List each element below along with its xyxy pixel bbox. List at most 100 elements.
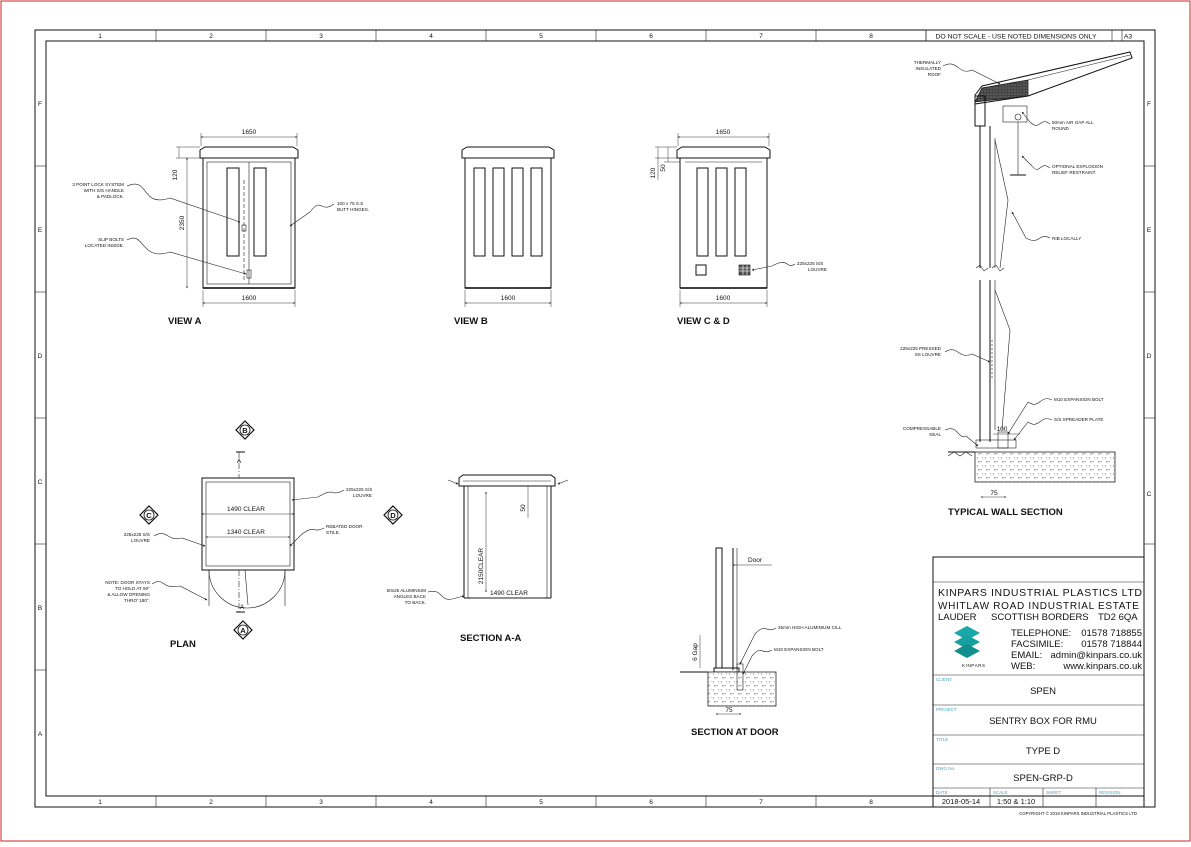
company-logo: KINPARS — [954, 626, 986, 668]
col-label-top: 4 — [429, 33, 433, 40]
plan-door-1: NOTE: DOOR STAYS — [105, 580, 150, 585]
wall-dim-75: 75 — [990, 490, 998, 497]
view-b-width: 1600 — [501, 295, 516, 302]
wall-bolt-note: M10 EXPANSION BOLT — [1054, 397, 1104, 402]
plan-louvre-r-2: LOUVRE — [353, 493, 372, 498]
wall-rib-note: RIB LOCALLY — [1052, 236, 1081, 241]
revision-label: REVISION — [1099, 790, 1121, 795]
logo-text: KINPARS — [962, 663, 986, 668]
scale-label: SCALE — [993, 790, 1008, 795]
view-a-roof: 120 — [172, 169, 179, 180]
header-note-box — [925, 29, 1123, 42]
section-aa-angles-3: TO BACK. — [405, 600, 426, 605]
view-cd-dim-120: 120 — [650, 167, 657, 178]
wall-roof-2: INSULATED — [916, 66, 942, 71]
column-labels: 1 2 3 4 5 6 7 8 1 2 3 4 5 6 7 8 — [98, 33, 873, 806]
col-label-bottom: 4 — [429, 799, 433, 806]
view-cd-width-top: 1650 — [716, 129, 731, 136]
inner-frame — [45, 40, 1145, 797]
section-aa-angles-1: 50x25 ALUMINIUM — [387, 588, 426, 593]
note-bolts-2: LOCATED INSIDE. — [85, 243, 124, 248]
section-aa-angles-2: ANGLES BACK — [394, 594, 427, 599]
plan-door-2: TO HOLD AT 90° — [115, 586, 150, 591]
wall-explosion-1: OPTIONAL EXPLOSION — [1052, 164, 1103, 169]
view-b: 1600 VIEW B — [454, 146, 555, 327]
email-label: EMAIL: — [1011, 650, 1042, 661]
row-label-left: B — [38, 605, 42, 612]
view-a-width-top: 1650 — [242, 129, 257, 136]
note-hinges-2: BUTT HINGES. — [337, 207, 369, 212]
door-label: Door — [748, 557, 763, 564]
client-value: SPEN — [1030, 686, 1056, 697]
wall-airgap-1: 50mm AIR GAP ALL — [1052, 120, 1094, 125]
plan-rebated-2: STILE. — [326, 530, 340, 535]
wall-seal-2: SEAL — [929, 432, 941, 437]
note-lock-1: 3 POINT LOCK SYSTEM — [72, 182, 124, 187]
section-aa-dim-50: 50 — [520, 504, 527, 512]
plan-clear-2: 1340 CLEAR — [227, 529, 265, 536]
wall-louvre-2: SS LOUVRE — [915, 352, 941, 357]
row-label-left: E — [38, 227, 43, 234]
view-marker-d: D — [383, 505, 403, 525]
row-label-left: A — [38, 731, 43, 738]
company-address-1: WHITLAW ROAD INDUSTRIAL ESTATE — [938, 601, 1140, 612]
row-label-left: C — [38, 479, 43, 486]
project-label: PROJECT — [936, 707, 957, 712]
col-label-bottom: 2 — [209, 799, 213, 806]
note-hinges-1: 100 x 75 S.S — [337, 201, 363, 206]
plan-louvre-l-1: 225x225 S/S — [124, 532, 150, 537]
view-b-label: VIEW B — [454, 316, 488, 327]
tel-label: TELEPHONE: — [1011, 628, 1071, 639]
wall-seal-1: COMPRESSABLE — [903, 426, 941, 431]
wall-louvre-1: 225x225 PRESSED — [900, 346, 942, 351]
col-label-bottom: 5 — [539, 799, 543, 806]
sheet-size: A3 — [1124, 34, 1133, 41]
plan-door-4: THRO' 180°. — [124, 598, 150, 603]
section-door-label: SECTION AT DOOR — [691, 727, 779, 738]
marker-b-text: B — [242, 426, 248, 435]
door-gap: 6 Gap — [692, 643, 699, 661]
view-cd-label: VIEW C & D — [677, 316, 730, 327]
section-aa: 2150CLEAR 1490 CLEAR 50 50x25 ALUMINIUM … — [387, 474, 569, 644]
grid-ticks — [35, 30, 1155, 807]
col-label-top: 8 — [869, 33, 873, 40]
col-label-bottom: 3 — [319, 799, 323, 806]
view-cd-louvre-2: LOUVRE — [808, 267, 827, 272]
col-label-top: 1 — [98, 33, 102, 40]
wall-dim-100: 100 — [997, 426, 1008, 433]
view-a-height: 2350 — [179, 215, 186, 230]
fax-label: FACSIMILE: — [1011, 639, 1063, 650]
col-label-top: 2 — [209, 33, 213, 40]
marker-d-text: D — [390, 511, 396, 520]
plan-section-a-bottom: A — [240, 604, 245, 611]
web-value: www.kinpars.co.uk — [1062, 661, 1142, 672]
plan-view: 1490 CLEAR 1340 CLEAR A A B A C — [105, 420, 403, 650]
wall-explosion-2: RELIEF RESTRAINT. — [1052, 170, 1096, 175]
col-label-bottom: 1 — [98, 799, 102, 806]
section-aa-label: SECTION A-A — [460, 633, 522, 644]
plan-door-3: & ALLOW OPENING — [107, 592, 150, 597]
col-label-bottom: 7 — [759, 799, 763, 806]
view-marker-a: A — [233, 620, 253, 640]
view-cd-dim-50: 50 — [660, 164, 667, 172]
view-a-label: VIEW A — [168, 316, 202, 327]
door-cill-note: 25mm HIGH ALUMINIUM CILL — [778, 625, 842, 630]
section-aa-height: 2150CLEAR — [478, 548, 485, 584]
wall-section-label: TYPICAL WALL SECTION — [948, 507, 1063, 518]
view-cd: 1650 1600 120 50 225x225 S/S LOUVRE VIEW… — [650, 129, 827, 327]
wall-roof-3: ROOF — [928, 72, 941, 77]
door-dim-75: 75 — [725, 707, 733, 714]
web-label: WEB: — [1011, 661, 1035, 672]
plan-clear-1: 1490 CLEAR — [227, 506, 265, 513]
company-name: KINPARS INDUSTRIAL PLASTICS LTD — [938, 587, 1143, 599]
view-cd-width-bottom: 1600 — [716, 295, 731, 302]
header-note: DO NOT SCALE - USE NOTED DIMENSIONS ONLY — [935, 34, 1096, 41]
dwg-label: DWG No. — [936, 766, 955, 771]
scale-value: 1:50 & 1:10 — [997, 797, 1035, 806]
row-labels: F E D C B A F E D C — [38, 101, 1152, 738]
col-label-top: 5 — [539, 33, 543, 40]
row-label-left: D — [38, 353, 43, 360]
wall-plate-note: S/S SPREADER PLATE — [1054, 417, 1103, 422]
plan-section-a-top: A — [237, 458, 242, 465]
